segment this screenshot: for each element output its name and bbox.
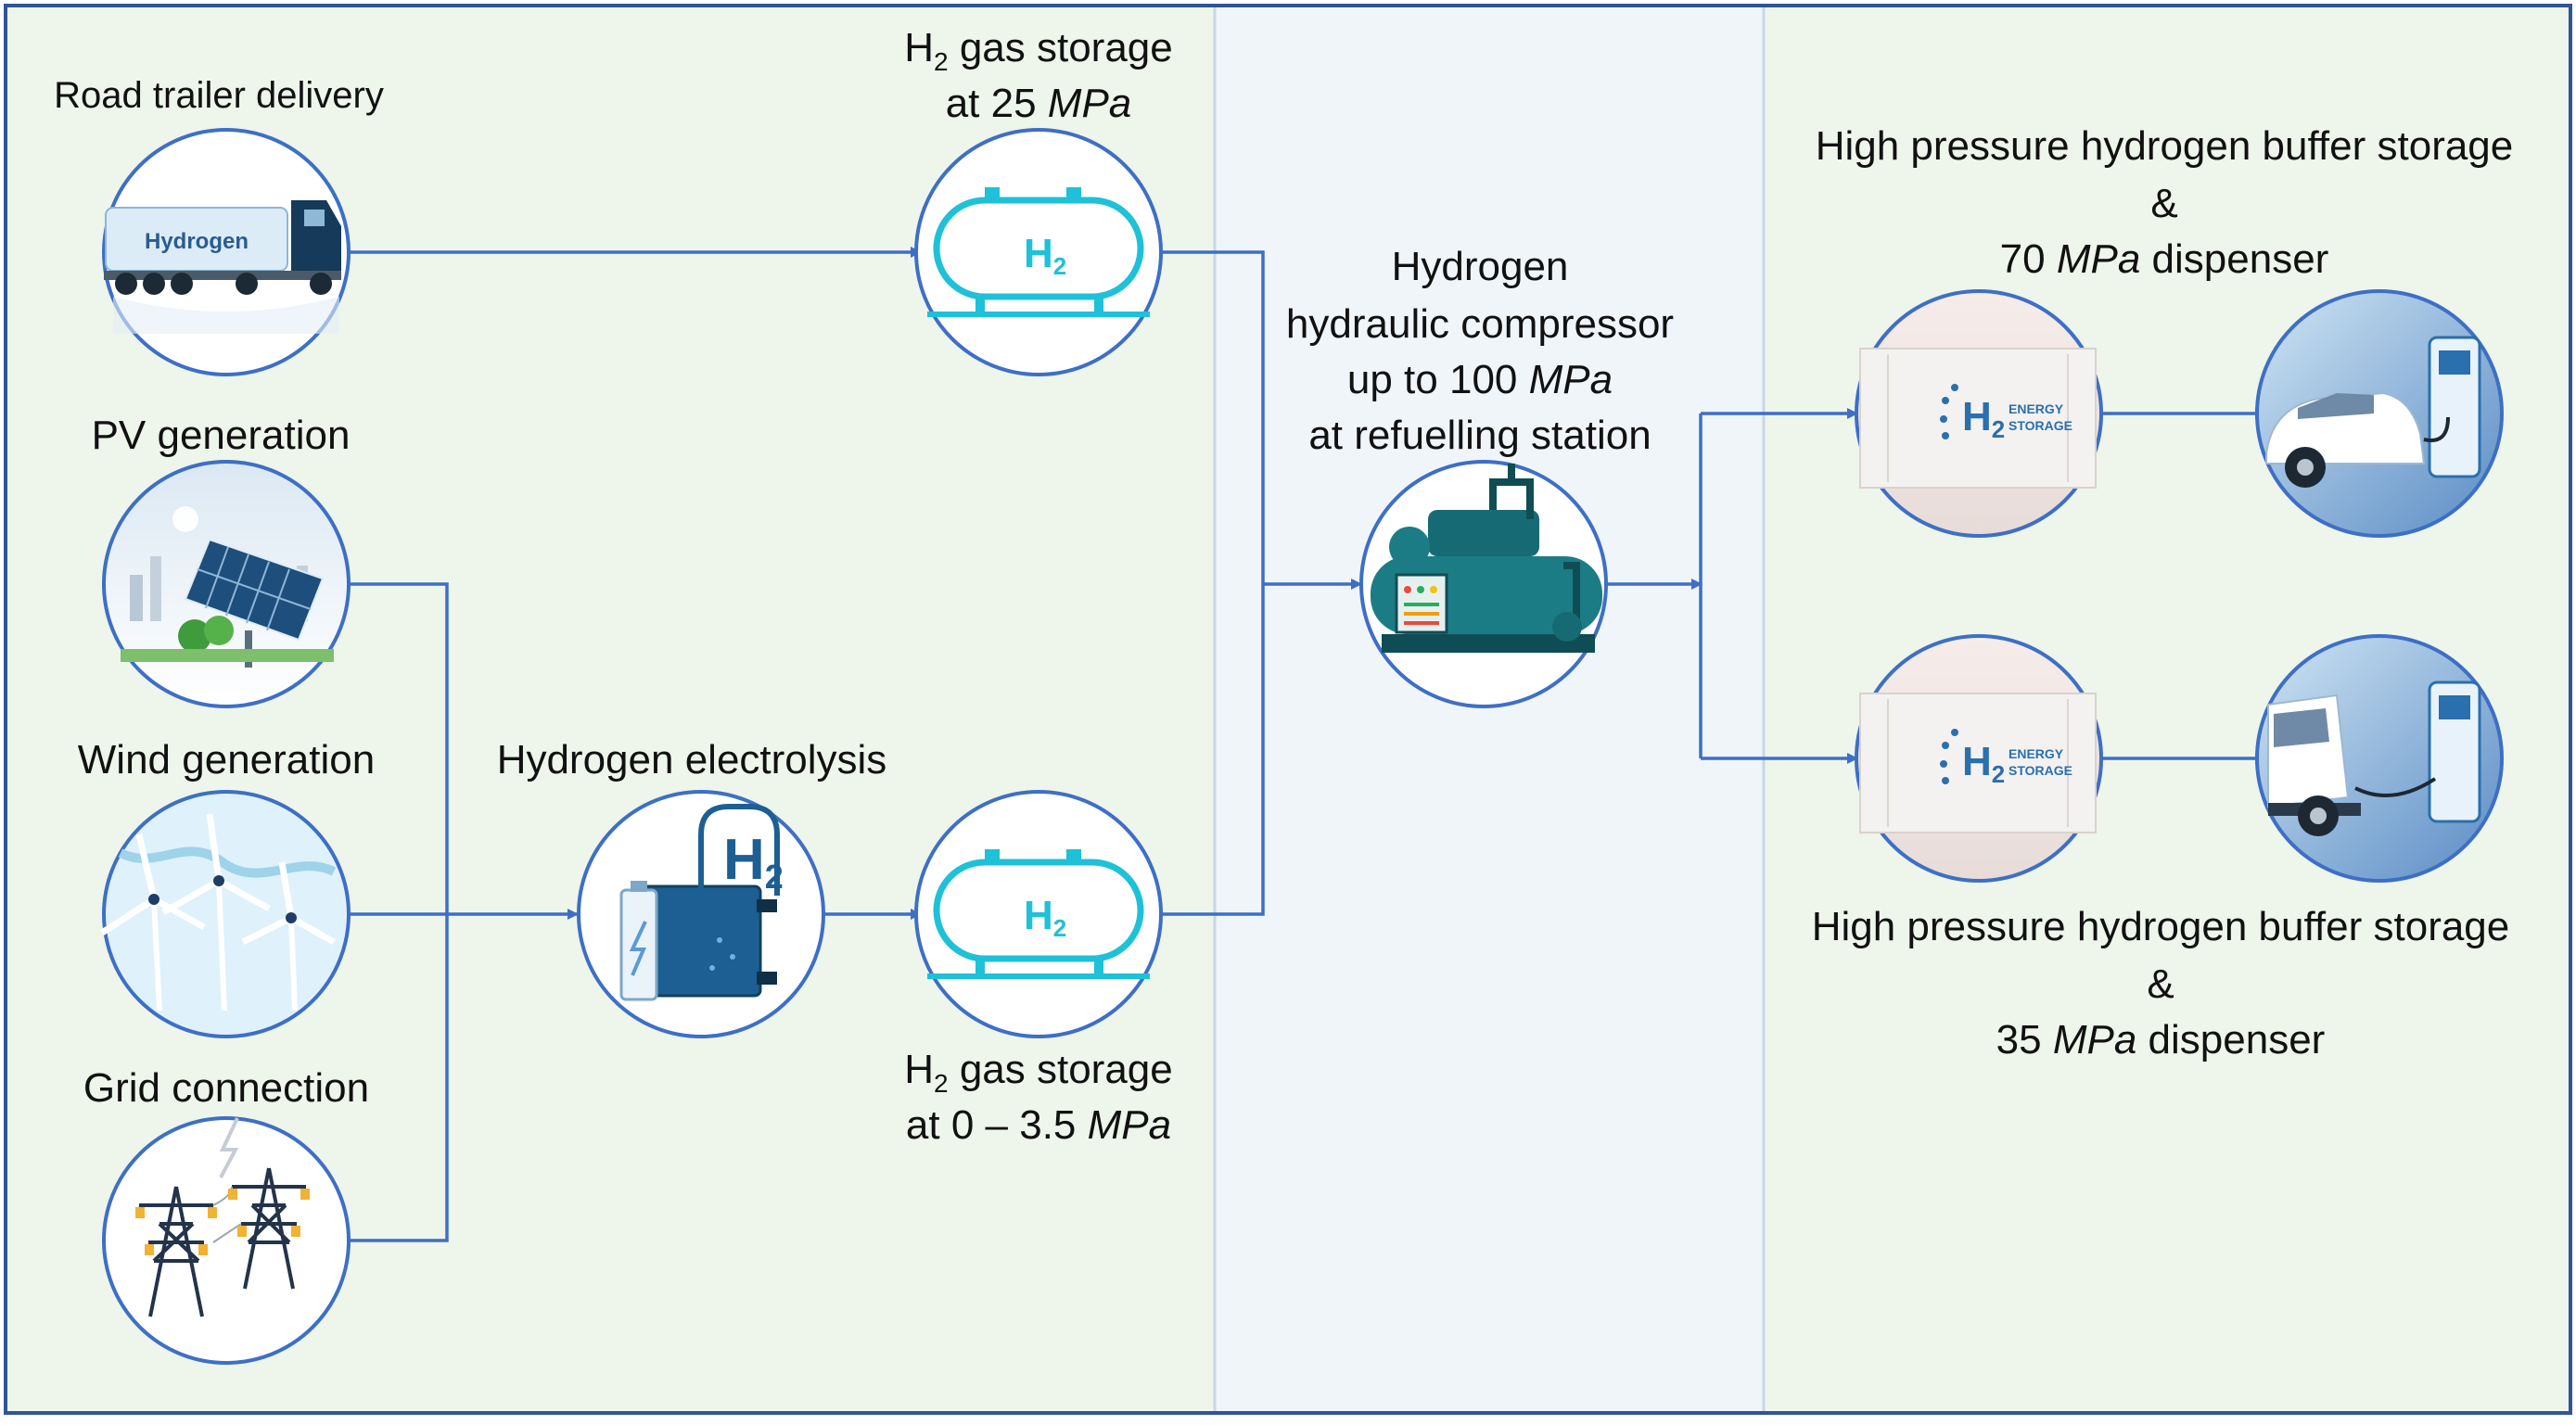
storage-bottom-sub: 2	[934, 1069, 949, 1098]
tank-sub: 2	[1053, 252, 1066, 280]
buffer-35-line3-pre: 35	[1996, 1017, 2053, 1062]
compressor-line3-pre: up to 100	[1347, 357, 1529, 402]
buffer-35-line3-unit: MPa	[2053, 1017, 2136, 1062]
storage-top-rest: gas storage	[949, 25, 1173, 70]
grid-node	[102, 1116, 351, 1365]
buffer-35-label-line1: High pressure hydrogen buffer storage	[1812, 904, 2510, 949]
buffer-35-label-line3: 35 MPa dispenser	[1996, 1017, 2326, 1062]
pv-label: PV generation	[92, 413, 351, 458]
outer-frame	[4, 4, 2572, 1415]
storage-bottom-pre: at 0 – 3.5	[906, 1102, 1088, 1148]
tank-label-bottom: H2	[1024, 893, 1066, 942]
buffer-h2-text: H2	[1962, 394, 2005, 443]
road-trailer-node: Hydrogen	[102, 128, 351, 376]
buffer-storage-text: STORAGE	[2009, 418, 2072, 433]
wind-turbine-icon	[100, 813, 337, 1011]
wind-label: Wind generation	[78, 737, 375, 782]
buffer-70-line3-post: dispenser	[2140, 236, 2328, 282]
buffer-70-label-line1: High pressure hydrogen buffer storage	[1816, 123, 2514, 169]
buffer-35-label-line2: &	[2147, 961, 2174, 1007]
compressor-label-line2: hydraulic compressor	[1286, 301, 1674, 347]
grid-label: Grid connection	[83, 1065, 369, 1111]
buffer-70-label-line2: &	[2150, 181, 2177, 226]
storage-bottom-node: H2	[914, 790, 1163, 1038]
buffer-35-line3-post: dispenser	[2136, 1017, 2325, 1062]
storage-top-h: H	[904, 25, 934, 70]
compressor-label-line1: Hydrogen	[1392, 244, 1569, 289]
flow-lines	[345, 247, 2266, 1242]
buffer-70-line3-pre: 70	[2000, 236, 2057, 282]
electrolysis-label: Hydrogen electrolysis	[497, 737, 887, 782]
dispenser-70-node	[2255, 289, 2504, 538]
buffer-h: H	[1962, 394, 1992, 439]
fuel-cell-car-icon	[2265, 336, 2481, 488]
storage-top-node: H2	[914, 128, 1163, 376]
compressor-icon	[1371, 464, 1602, 653]
buffer-h: H	[1962, 739, 1992, 784]
lightning-icon	[219, 1117, 239, 1178]
electrolysis-h: H	[723, 828, 765, 892]
gas-tank-icon: H2	[927, 849, 1150, 979]
tank-label-top: H2	[1024, 231, 1066, 280]
buffer-storage-70-node: H2 ENERGY STORAGE	[1855, 289, 2103, 538]
buffer-storage-35-node: H2 ENERGY STORAGE	[1855, 634, 2103, 883]
storage-bottom-h: H	[904, 1047, 934, 1092]
pv-node	[102, 460, 351, 708]
tank-h: H	[1024, 231, 1053, 276]
connector-storage-top-to-compressor	[1161, 250, 1265, 584]
buffer-energy-text: ENERGY	[2009, 746, 2064, 761]
electrolysis-sub: 2	[765, 858, 784, 896]
panel-middle	[1215, 6, 1764, 1413]
electrolysis-node: H2	[577, 790, 825, 1038]
wind-node	[100, 790, 351, 1038]
buffer-sub: 2	[1992, 760, 2005, 788]
storage-bottom-unit: MPa	[1088, 1102, 1171, 1148]
buffer-storage-text: STORAGE	[2009, 763, 2072, 778]
truck-text: Hydrogen	[145, 229, 249, 254]
electrolysis-h-text: H2	[723, 828, 784, 896]
storage-top-label-line1: H2 gas storage	[904, 25, 1173, 76]
compressor-line3-unit: MPa	[1529, 357, 1613, 402]
buffer-storage-unit-icon: H2 ENERGY STORAGE	[1859, 348, 2097, 489]
storage-bottom-rest: gas storage	[949, 1047, 1173, 1092]
buffer-h2-text: H2	[1962, 739, 2005, 788]
circle-frame	[102, 1116, 351, 1365]
storage-bottom-label-line2: at 0 – 3.5 MPa	[906, 1102, 1171, 1148]
truck-icon: Hydrogen	[104, 200, 341, 334]
buffer-storage-unit-icon: H2 ENERGY STORAGE	[1859, 693, 2097, 833]
compressor-label-line3: up to 100 MPa	[1347, 357, 1613, 402]
buffer-70-label-line3: 70 MPa dispenser	[2000, 236, 2329, 282]
dispenser-35-node	[2255, 634, 2504, 883]
buffer-70-line3-unit: MPa	[2057, 236, 2140, 282]
compressor-node	[1359, 460, 1608, 708]
connector-pv-grid-bus	[345, 582, 449, 1242]
storage-top-unit: MPa	[1048, 81, 1131, 126]
connector-storage-bottom-to-compressor	[1161, 584, 1265, 916]
electrolyser-icon: H2	[619, 804, 784, 1001]
buffer-energy-text: ENERGY	[2009, 401, 2064, 416]
power-pylon-icon	[139, 1167, 306, 1317]
tank-h: H	[1024, 893, 1053, 938]
road-trailer-label: Road trailer delivery	[54, 75, 384, 116]
insulator-icons	[135, 1189, 310, 1255]
fuel-cell-truck-icon	[2267, 681, 2481, 836]
tank-sub: 2	[1053, 914, 1066, 942]
solar-panel-icon	[121, 506, 334, 668]
storage-top-pre: at 25	[946, 81, 1048, 126]
storage-top-label-line2: at 25 MPa	[946, 81, 1132, 126]
buffer-sub: 2	[1992, 415, 2005, 443]
storage-bottom-label-line1: H2 gas storage	[904, 1047, 1173, 1098]
storage-top-sub: 2	[934, 47, 949, 76]
gas-tank-icon: H2	[927, 187, 1150, 317]
compressor-label-line4: at refuelling station	[1308, 413, 1651, 458]
